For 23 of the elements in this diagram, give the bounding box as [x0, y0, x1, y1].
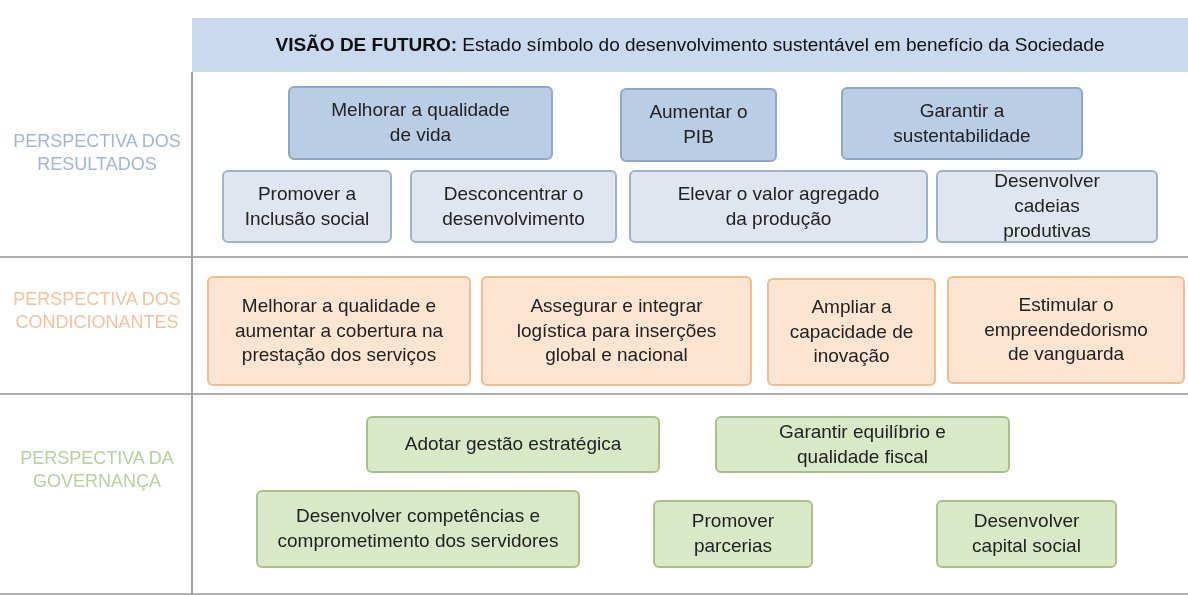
objective-box: Aumentar o PIB	[620, 88, 777, 162]
objective-box: Promover parcerias	[653, 500, 813, 568]
objective-box: Desenvolver capital social	[936, 500, 1117, 568]
objective-box: Melhorar a qualidade de vida	[288, 86, 553, 160]
vision-banner: VISÃO DE FUTURO: Estado símbolo do desenvolvimento sustentável em benefício da Sociedade	[192, 18, 1188, 72]
objective-box: Desenvolver cadeias produtivas	[936, 170, 1158, 243]
objective-box: Desconcentrar o desenvolvimento	[410, 170, 617, 243]
objective-box: Adotar gestão estratégica	[366, 416, 660, 473]
perspective-label: PERSPECTIVA DOS RESULTADOS	[12, 130, 182, 177]
objective-box: Elevar o valor agregado da produção	[629, 170, 928, 243]
objective-box: Estimular o empreendedorismo de vanguarda	[947, 276, 1185, 384]
objective-box: Assegurar e integrar logística para inserções global e nacional	[481, 276, 752, 386]
objective-box: Melhorar a qualidade e aumentar a cobertura na prestação dos serviços	[207, 276, 471, 386]
perspective-band	[0, 258, 1188, 395]
objective-box: Garantir equilíbrio e qualidade fiscal	[715, 416, 1010, 473]
perspective-band	[0, 395, 1188, 595]
objective-box: Ampliar a capacidade de inovação	[767, 278, 936, 386]
perspective-label: PERSPECTIVA DA GOVERNANÇA	[19, 447, 175, 494]
perspective-label: PERSPECTIVA DOS CONDICIONANTES	[12, 288, 182, 335]
perspective-band	[0, 72, 1188, 258]
objective-box: Desenvolver competências e comprometimento dos servidores	[256, 490, 580, 568]
objective-box: Garantir a sustentabilidade	[841, 87, 1083, 160]
objective-box: Promover a Inclusão social	[222, 170, 392, 243]
